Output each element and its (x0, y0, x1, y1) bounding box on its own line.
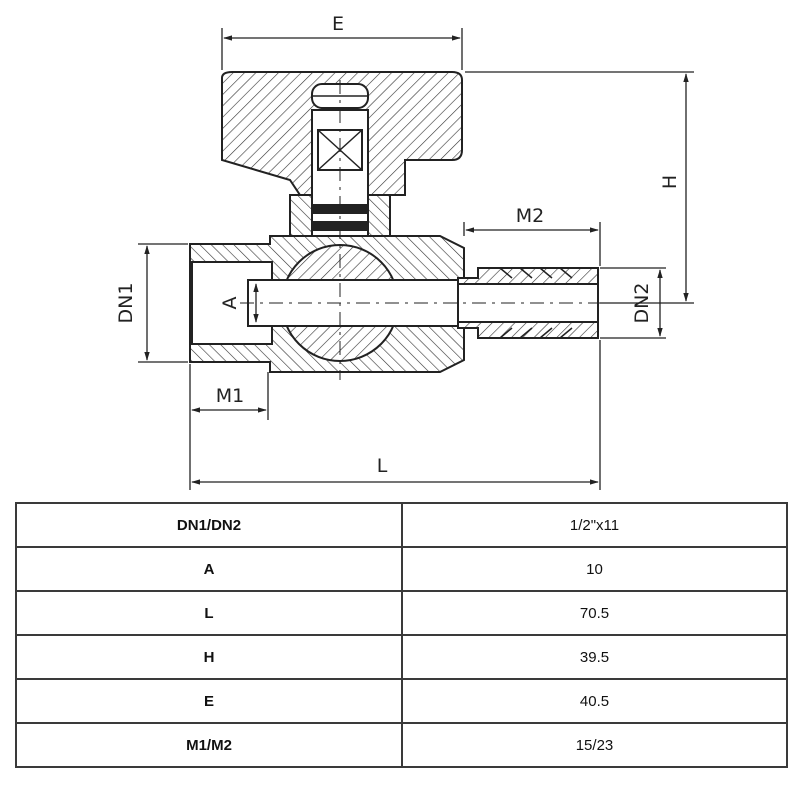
dim-label-h: H (659, 175, 681, 189)
spec-value: 39.5 (401, 634, 788, 680)
dim-label-e: E (332, 13, 344, 35)
spec-key: A (15, 546, 403, 592)
dim-label-m1: M1 (216, 385, 244, 407)
spec-value: 40.5 (401, 678, 788, 724)
spec-value: 10 (401, 546, 788, 592)
dim-label-dn1: DN1 (115, 283, 137, 324)
centre-lines (240, 80, 610, 380)
spec-key: H (15, 634, 403, 680)
table-row: DN1/DN2 1/2"x11 (15, 502, 788, 548)
spec-value: 1/2"x11 (401, 502, 788, 548)
table-row: E 40.5 (15, 678, 788, 724)
dim-label-m2: M2 (516, 205, 544, 227)
spec-key: M1/M2 (15, 722, 403, 768)
spec-value: 15/23 (401, 722, 788, 768)
table-row: H 39.5 (15, 634, 788, 680)
spec-key: L (15, 590, 403, 636)
valve-technical-drawing: E H M2 DN1 A DN2 M1 L (115, 13, 694, 490)
spec-key: E (15, 678, 403, 724)
table-row: L 70.5 (15, 590, 788, 636)
dim-label-dn2: DN2 (631, 283, 653, 324)
table-row: A 10 (15, 546, 788, 592)
dim-label-a: A (219, 297, 241, 310)
table-row: M1/M2 15/23 (15, 722, 788, 768)
spec-key: DN1/DN2 (15, 502, 403, 548)
dim-label-l: L (377, 455, 388, 477)
spec-table: DN1/DN2 1/2"x11 A 10 L 70.5 H 39.5 E 40.… (15, 502, 788, 768)
dimension-lines (138, 28, 694, 490)
spec-value: 70.5 (401, 590, 788, 636)
